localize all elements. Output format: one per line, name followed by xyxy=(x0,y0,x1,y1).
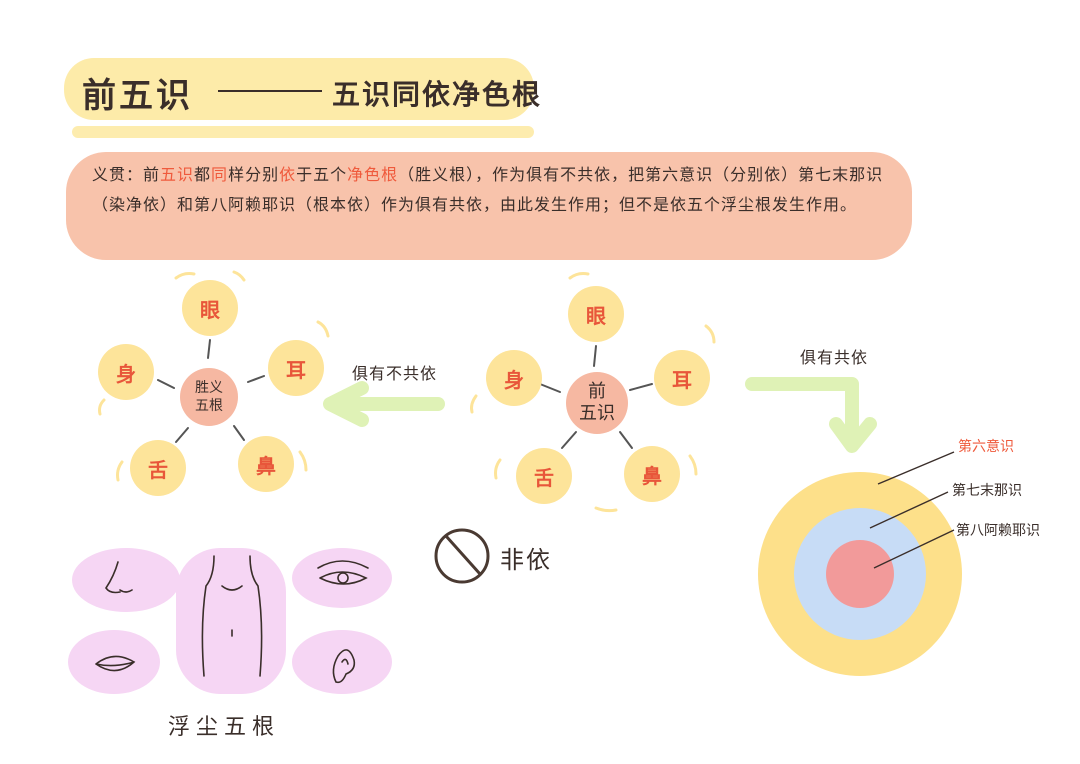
vijnana-rings xyxy=(758,451,962,676)
intro-highlight: 同 xyxy=(211,165,229,184)
ring-label-outer: 第六意识 xyxy=(958,439,1014,455)
title-highlight xyxy=(64,58,534,120)
eye-bg xyxy=(292,548,392,608)
intro-highlight: 依 xyxy=(279,165,297,184)
intro-part: 于五个 xyxy=(296,165,348,184)
nose-bg xyxy=(72,548,180,612)
page-subtitle: 五识同依净色根 xyxy=(332,78,543,111)
leader-outer xyxy=(877,451,955,485)
ring-label-middle: 第七末那识 xyxy=(952,483,1022,499)
arrow-left-label: 俱有不共依 xyxy=(352,364,438,383)
mid-node-tongue: 舌 xyxy=(516,448,572,504)
intro-part: 样分别 xyxy=(228,165,280,184)
intro-part: （胜义根），作为俱有不共依，把第六意识（分别依）第七末那识（染净依）和第八阿赖耶… xyxy=(92,165,884,214)
intro-part: 都 xyxy=(194,165,212,184)
mid-connectors xyxy=(539,345,653,449)
ring-label-inner: 第八阿赖耶识 xyxy=(956,523,1040,539)
left-node-ear: 耳 xyxy=(268,340,324,396)
mid-center-line2: 五识 xyxy=(579,403,615,424)
organs-label: 浮尘五根 xyxy=(168,715,281,740)
mid-center-line1: 前 xyxy=(588,381,606,402)
mid-node-ear: 耳 xyxy=(654,350,710,406)
intro-highlight: 净色根 xyxy=(347,165,399,184)
leader-inner xyxy=(873,529,955,569)
mid-node-body: 身 xyxy=(486,350,542,406)
arrow-down-right xyxy=(745,377,877,453)
intro-text: 义贯：前五识都同样分别依于五个净色根（胜义根），作为俱有不共依，把第六意识（分别… xyxy=(92,160,892,220)
left-center-node: 胜义五根 xyxy=(180,368,238,426)
left-node-tongue: 舌 xyxy=(130,440,186,496)
left-node-body: 身 xyxy=(98,344,154,400)
intro-band xyxy=(66,152,912,260)
nose-icon xyxy=(105,561,133,594)
no-symbol-icon xyxy=(434,528,490,584)
title-dash xyxy=(218,90,322,92)
body-bg xyxy=(176,548,286,694)
mid-node-nose: 鼻 xyxy=(624,446,680,502)
intro-highlight: 五识 xyxy=(160,165,195,184)
arrow-left xyxy=(323,381,445,427)
left-connectors xyxy=(157,339,265,443)
eye-icon xyxy=(317,560,369,585)
page-title: 前五识 xyxy=(82,76,193,116)
title-underline-highlight xyxy=(72,126,534,138)
mouth-bg xyxy=(68,630,160,694)
intro-part: 义贯：前 xyxy=(92,165,161,184)
mid-center-node: 前五识 xyxy=(566,372,628,434)
left-center-line1: 胜义 xyxy=(195,380,223,396)
left-node-nose: 鼻 xyxy=(238,436,294,492)
mid-node-eye: 眼 xyxy=(568,286,624,342)
mouth-icon xyxy=(95,655,136,672)
ring-inner xyxy=(826,540,894,608)
arrow-right-label: 俱有共依 xyxy=(800,348,869,367)
organs-group xyxy=(68,548,392,694)
ear-icon xyxy=(332,649,356,684)
glow-strokes xyxy=(98,270,716,513)
left-node-eye: 眼 xyxy=(182,280,238,336)
eye-pupil-icon xyxy=(337,572,349,584)
left-center-line2: 五根 xyxy=(195,398,223,414)
not-depend-label: 非依 xyxy=(500,546,552,574)
body-icon xyxy=(201,555,263,677)
leader-middle xyxy=(869,491,949,529)
